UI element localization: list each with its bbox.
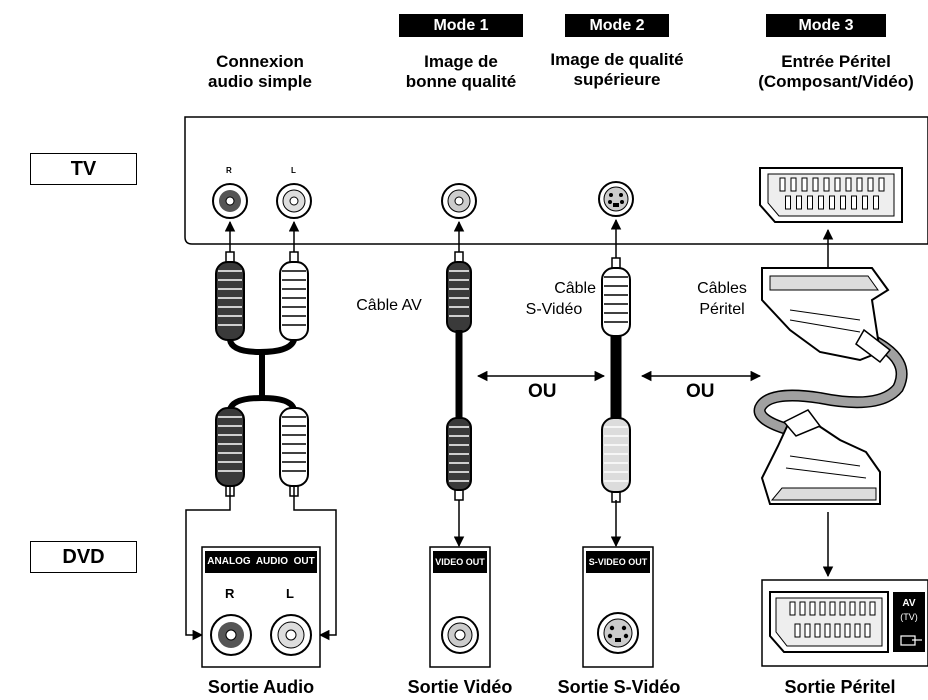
dvd-audio-panel xyxy=(201,546,321,668)
audio-plug-top-r xyxy=(215,251,245,341)
header-mode-3-line1: Entrée Péritel xyxy=(781,52,891,71)
scart-pin xyxy=(844,623,851,638)
header-mode-3: Entrée Péritel (Composant/Vidéo) xyxy=(748,52,924,92)
scart-pin xyxy=(851,195,857,210)
tv-jack-r-label: R xyxy=(226,166,232,175)
scart-pin xyxy=(801,177,808,192)
dvd-audio-r: R xyxy=(225,586,235,601)
audio-plug-bottom-l xyxy=(279,407,309,497)
scart-pin xyxy=(819,601,826,616)
tv-jack-audio-r xyxy=(212,183,248,219)
scart-pin xyxy=(812,177,819,192)
scart-pin xyxy=(799,601,806,616)
scart-pin xyxy=(807,195,813,210)
audio-plug-top-l xyxy=(279,251,309,341)
bottom-peritel-label: Sortie Péritel xyxy=(784,677,896,697)
header-simple-audio-line1: Connexion xyxy=(216,52,304,71)
cable-peritel-line1: Câbles xyxy=(697,280,747,297)
tv-jack-l-label: L xyxy=(291,166,296,175)
scart-pin xyxy=(878,177,885,192)
tv-jack-audio-l xyxy=(276,183,312,219)
header-mode-1-line2: bonne qualité xyxy=(405,72,517,91)
audio-routing xyxy=(185,485,337,641)
scart-pin xyxy=(824,623,831,638)
cable-av-label: Câble AV xyxy=(356,297,422,314)
scart-plug-top xyxy=(761,267,892,364)
scart-pin xyxy=(794,623,801,638)
header-simple-audio-line2: audio simple xyxy=(208,72,312,91)
scart-pin xyxy=(818,195,824,210)
scart-pin xyxy=(809,601,816,616)
scart-pin xyxy=(834,623,841,638)
scart-pin xyxy=(829,195,835,210)
scart-pin xyxy=(796,195,802,210)
audio-plug-bottom-r xyxy=(215,407,245,497)
dvd-svideo-title: S-VIDEO OUT xyxy=(588,557,648,567)
cable-svideo-line1: Câble xyxy=(554,280,596,297)
scart-pin xyxy=(867,177,874,192)
scart-pin xyxy=(849,601,856,616)
dvd-audio-title: ANALOG AUDIO OUT xyxy=(207,556,315,567)
dvd-scart-badge-tv: (TV) xyxy=(900,612,918,622)
dvd-video-title: VIDEO OUT xyxy=(435,557,485,567)
scart-pin xyxy=(859,601,866,616)
tv-back-panel xyxy=(184,116,928,245)
scart-pin xyxy=(789,601,796,616)
scart-pin xyxy=(873,195,879,210)
svideo-plug-top xyxy=(601,257,631,337)
scart-pin xyxy=(864,623,871,638)
tv-jack-svideo xyxy=(598,181,634,217)
bottom-audio-label: Sortie Audio xyxy=(207,677,315,697)
dvd-svideo-panel xyxy=(582,546,654,668)
scart-pin xyxy=(834,177,841,192)
tv-jack-video xyxy=(441,183,477,219)
scart-pin xyxy=(856,177,863,192)
header-mode-3-line2: (Composant/Vidéo) xyxy=(758,72,914,91)
video-plug-top xyxy=(446,251,472,333)
mode-1-badge: Mode 1 xyxy=(399,14,523,37)
bottom-svideo-label: Sortie S-Vidéo xyxy=(557,677,681,697)
scart-pin xyxy=(804,623,811,638)
scart-pin xyxy=(840,195,846,210)
cable-peritel-label: Câbles Péritel xyxy=(686,278,758,320)
tv-scart-socket xyxy=(759,167,903,223)
cable-svideo-label: Câble S-Vidéo xyxy=(512,278,596,320)
scart-pin xyxy=(829,601,836,616)
scart-pin xyxy=(814,623,821,638)
cable-svideo-line2: S-Vidéo xyxy=(525,301,583,318)
scart-pin xyxy=(823,177,830,192)
scart-pin xyxy=(862,195,868,210)
mode-3-badge: Mode 3 xyxy=(766,14,886,37)
header-mode-1: Image de bonne qualité xyxy=(386,52,536,92)
bottom-video-label: Sortie Vidéo xyxy=(407,677,513,697)
tv-label-box: TV xyxy=(30,153,137,185)
header-mode-2: Image de qualité supérieure xyxy=(540,50,694,90)
dvd-audio-l: L xyxy=(286,586,294,601)
dvd-video-panel xyxy=(429,546,491,668)
scart-pin xyxy=(779,177,786,192)
scart-pin xyxy=(785,195,791,210)
mode-2-badge: Mode 2 xyxy=(565,14,669,37)
audio-cable xyxy=(227,338,297,411)
cable-peritel-line2: Péritel xyxy=(699,301,745,318)
dvd-label-box: DVD xyxy=(30,541,137,573)
header-simple-audio: Connexion audio simple xyxy=(196,52,324,92)
ou-separator-1: OU xyxy=(528,381,557,402)
scart-pin xyxy=(839,601,846,616)
video-plug-bottom xyxy=(446,417,472,501)
dvd-scart-panel xyxy=(761,579,928,667)
scart-plug-bottom xyxy=(760,409,881,505)
dvd-scart-badge-av: AV xyxy=(902,598,916,609)
header-mode-2-line2: supérieure xyxy=(573,70,661,89)
scart-pin xyxy=(845,177,852,192)
scart-pin xyxy=(854,623,861,638)
scart-pin xyxy=(790,177,797,192)
svideo-plug-bottom xyxy=(601,417,631,503)
scart-pin xyxy=(869,601,876,616)
ou-separator-2: OU xyxy=(686,381,715,402)
header-mode-2-line1: Image de qualité xyxy=(550,50,684,69)
header-mode-1-line1: Image de xyxy=(424,52,498,71)
